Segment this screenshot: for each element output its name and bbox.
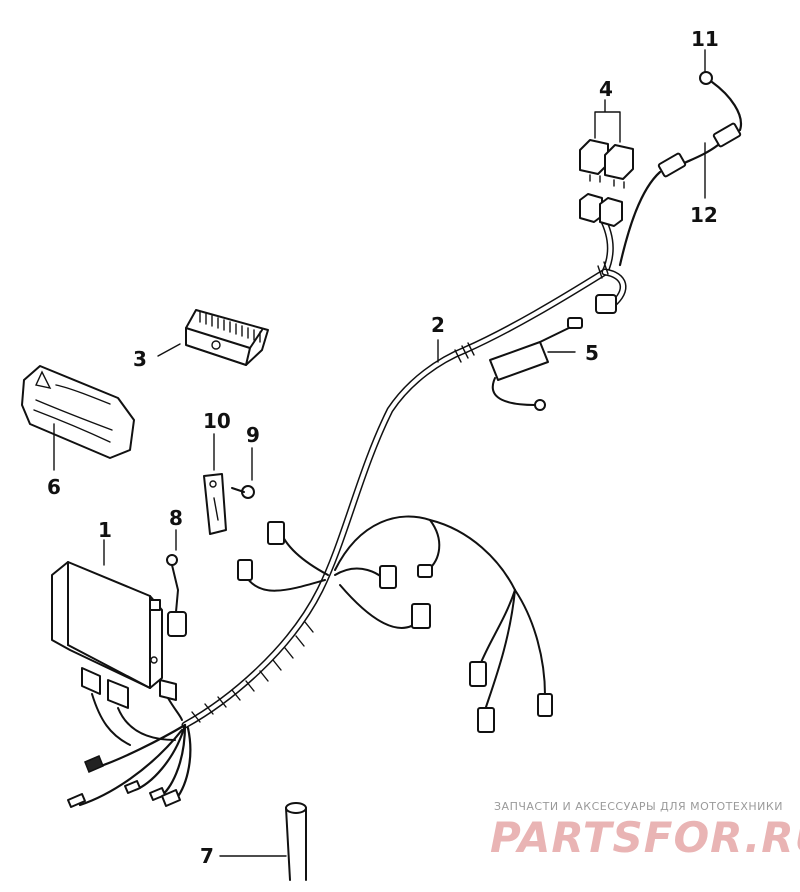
callout-10: 10 [203, 409, 231, 433]
leader-lines [103, 49, 706, 566]
callout-2: 2 [431, 313, 445, 337]
part-10-bracket [203, 433, 227, 535]
callout-1: 1 [98, 518, 112, 542]
part-7-sleeve [219, 802, 307, 881]
callout-4: 4 [599, 77, 613, 101]
callout-11: 11 [691, 27, 719, 51]
callout-12: 12 [690, 203, 718, 227]
harness-branches [244, 515, 546, 711]
main-harness [181, 206, 627, 729]
callout-6: 6 [47, 475, 61, 499]
callout-labels: 1 2 3 4 5 6 7 8 9 10 11 12 [47, 27, 719, 868]
callout-8: 8 [169, 506, 183, 530]
harness-tail-wires [67, 723, 192, 808]
part-11-12-ground-lead [618, 71, 743, 267]
part-6-warning-decal [21, 365, 135, 471]
part-3-regulator [157, 309, 269, 366]
callout-3: 3 [133, 347, 147, 371]
part-4-relays [579, 99, 634, 227]
part-8-sensor [166, 529, 187, 637]
part-1-control-module [51, 561, 183, 746]
harness-connectors [237, 294, 617, 733]
part-5-fuse-holder [489, 317, 583, 411]
watermark-tagline: ЗАПЧАСТИ И АКСЕССУАРЫ ДЛЯ МОТОТЕХНИКИ [494, 800, 783, 813]
callout-9: 9 [246, 423, 260, 447]
watermark-logo: PARTSFOR.RU [490, 813, 800, 862]
callout-7: 7 [200, 844, 214, 868]
part-9-screw [231, 447, 255, 499]
watermark: ЗАПЧАСТИ И АКСЕССУАРЫ ДЛЯ МОТОТЕХНИКИ PA… [490, 800, 800, 862]
callout-5: 5 [585, 341, 599, 365]
